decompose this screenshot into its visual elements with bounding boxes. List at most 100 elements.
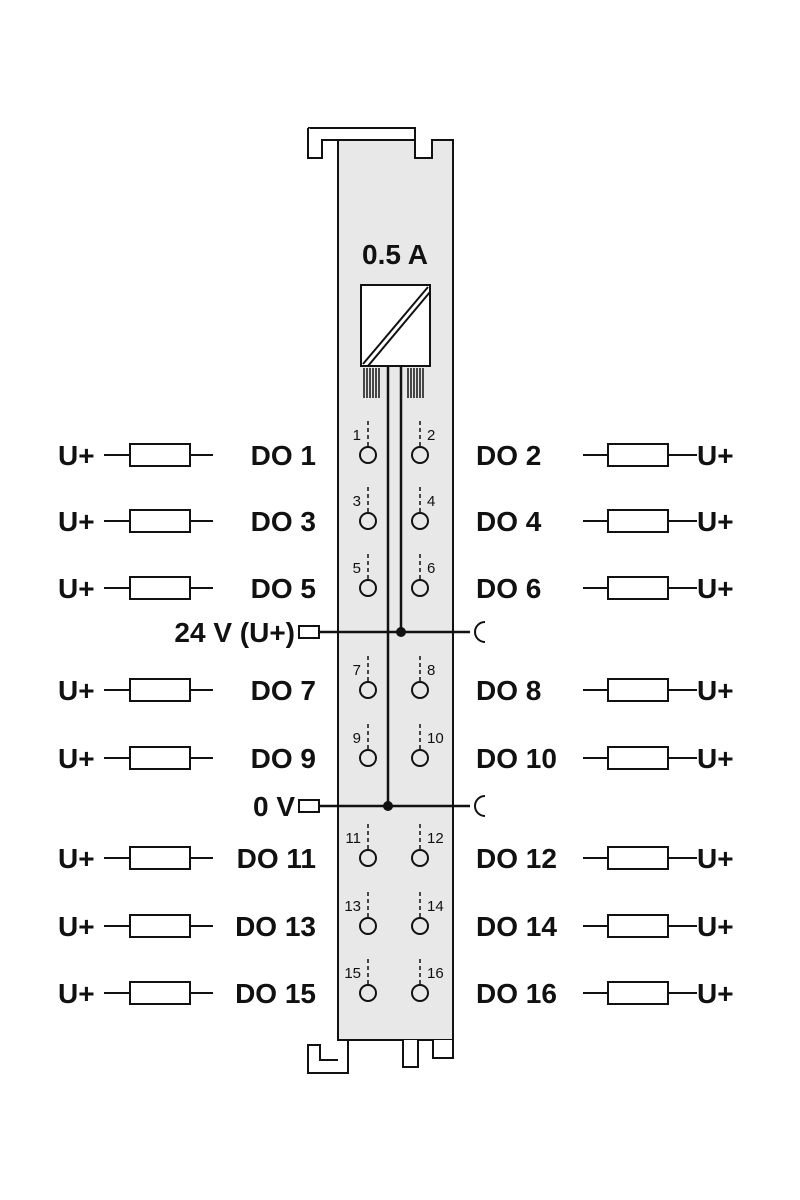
output-label-left: DO 9 bbox=[251, 743, 316, 774]
terminal-right bbox=[411, 446, 429, 464]
supply-label: U+ bbox=[58, 573, 95, 604]
output-label-left: DO 7 bbox=[251, 675, 316, 706]
supply-label: U+ bbox=[58, 675, 95, 706]
supply-buses: 24 V (U+) 0 V bbox=[174, 617, 486, 822]
supply-label: U+ bbox=[697, 506, 734, 537]
output-row: U+ DO 11 11 12 DO 12 U+ bbox=[58, 824, 734, 874]
top-latch bbox=[308, 127, 453, 159]
terminal-left bbox=[359, 984, 377, 1002]
bus-jumper bbox=[474, 621, 486, 643]
bus-junction bbox=[383, 801, 393, 811]
supply-label: U+ bbox=[58, 911, 95, 942]
isolation-diagonal-2 bbox=[367, 291, 431, 367]
terminal-number: 3 bbox=[353, 493, 361, 510]
load-resistor bbox=[129, 981, 191, 1005]
bus-junction bbox=[396, 627, 406, 637]
bus-label: 0 V bbox=[253, 791, 295, 822]
load-resistor bbox=[607, 981, 669, 1005]
terminal-left bbox=[359, 446, 377, 464]
output-label-right: DO 8 bbox=[476, 675, 541, 706]
supply-label: U+ bbox=[58, 440, 95, 471]
terminal-left bbox=[359, 681, 377, 699]
output-label-right: DO 14 bbox=[476, 911, 557, 942]
bottom-latch-middle bbox=[402, 1040, 419, 1068]
output-label-left: DO 3 bbox=[251, 506, 316, 537]
supply-label: U+ bbox=[697, 573, 734, 604]
load-resistor bbox=[129, 846, 191, 870]
terminal-left bbox=[359, 579, 377, 597]
terminal-left bbox=[359, 749, 377, 767]
terminal-right bbox=[411, 681, 429, 699]
terminal-number: 5 bbox=[353, 560, 361, 577]
output-label-left: DO 1 bbox=[251, 440, 316, 471]
output-row: U+ DO 5 5 6 DO 6 U+ bbox=[58, 554, 734, 604]
terminal-number: 10 bbox=[427, 730, 444, 747]
isolation-symbol bbox=[360, 284, 431, 367]
output-row: U+ DO 3 3 4 DO 4 U+ bbox=[58, 487, 734, 537]
load-resistor bbox=[607, 509, 669, 533]
supply-bus: 0 V bbox=[253, 791, 486, 822]
bus-label: 24 V (U+) bbox=[174, 617, 295, 648]
supply-label: U+ bbox=[58, 506, 95, 537]
terminal-number: 14 bbox=[427, 898, 444, 915]
terminal-number: 9 bbox=[353, 730, 361, 747]
load-resistor bbox=[607, 846, 669, 870]
output-label-right: DO 6 bbox=[476, 573, 541, 604]
output-label-right: DO 12 bbox=[476, 843, 557, 874]
terminal-number: 4 bbox=[427, 493, 435, 510]
supply-label: U+ bbox=[697, 978, 734, 1009]
supply-label: U+ bbox=[697, 843, 734, 874]
supply-label: U+ bbox=[697, 911, 734, 942]
terminal-left bbox=[359, 917, 377, 935]
load-resistor bbox=[129, 746, 191, 770]
supply-label: U+ bbox=[697, 743, 734, 774]
load-resistor bbox=[607, 746, 669, 770]
bus-connector bbox=[298, 625, 320, 639]
bottom-latch-left bbox=[307, 1039, 349, 1074]
load-resistor bbox=[129, 678, 191, 702]
output-label-right: DO 4 bbox=[476, 506, 542, 537]
load-resistor bbox=[607, 914, 669, 938]
supply-label: U+ bbox=[58, 843, 95, 874]
terminal-right bbox=[411, 849, 429, 867]
bottom-latch-right bbox=[432, 1040, 454, 1059]
bus-connector bbox=[298, 799, 320, 813]
terminal-right bbox=[411, 579, 429, 597]
output-label-right: DO 10 bbox=[476, 743, 557, 774]
terminal-right bbox=[411, 984, 429, 1002]
rating-label: 0.5 A bbox=[362, 239, 428, 270]
bus-jumper bbox=[474, 795, 486, 817]
supply-label: U+ bbox=[697, 675, 734, 706]
load-resistor bbox=[607, 576, 669, 600]
isolation-diagonal-1 bbox=[362, 286, 429, 365]
supply-bus: 24 V (U+) bbox=[174, 617, 486, 648]
terminal-right bbox=[411, 749, 429, 767]
output-label-left: DO 11 bbox=[237, 843, 316, 874]
load-resistor bbox=[607, 678, 669, 702]
output-row: U+ DO 13 13 14 DO 14 U+ bbox=[58, 892, 734, 942]
terminal-left bbox=[359, 512, 377, 530]
terminal-number: 6 bbox=[427, 560, 435, 577]
terminal-right bbox=[411, 917, 429, 935]
terminal-number: 7 bbox=[353, 662, 361, 679]
output-label-left: DO 15 bbox=[235, 978, 316, 1009]
terminal-number: 8 bbox=[427, 662, 435, 679]
output-label-left: DO 5 bbox=[251, 573, 316, 604]
supply-label: U+ bbox=[58, 978, 95, 1009]
output-label-left: DO 13 bbox=[235, 911, 316, 942]
terminal-number: 15 bbox=[344, 965, 361, 982]
terminal-number: 13 bbox=[344, 898, 361, 915]
terminal-number: 12 bbox=[427, 830, 444, 847]
supply-label: U+ bbox=[697, 440, 734, 471]
terminal-number: 2 bbox=[427, 427, 435, 444]
top-latch-left bbox=[307, 128, 338, 159]
terminal-right bbox=[411, 512, 429, 530]
terminal-left bbox=[359, 849, 377, 867]
output-label-right: DO 2 bbox=[476, 440, 541, 471]
terminal-number: 11 bbox=[345, 830, 361, 847]
